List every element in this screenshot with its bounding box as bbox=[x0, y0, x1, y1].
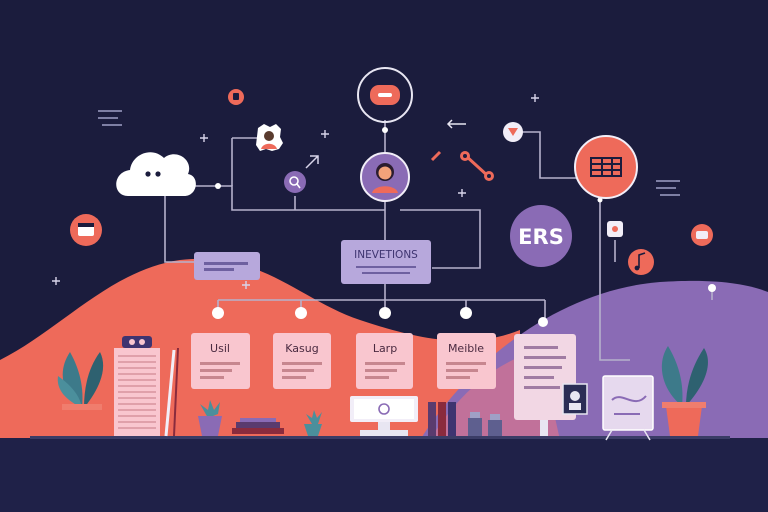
table-grid-icon bbox=[574, 135, 638, 199]
tag-card bbox=[194, 252, 260, 280]
ers-badge: ERS bbox=[510, 205, 572, 267]
whiteboard-icon bbox=[602, 375, 654, 441]
plus-3 bbox=[458, 189, 466, 197]
line-right bbox=[400, 209, 481, 269]
card-3-label: Larp bbox=[373, 342, 397, 355]
node-card4 bbox=[460, 307, 472, 319]
pen-icon bbox=[164, 347, 179, 437]
card-3: Larp bbox=[356, 333, 413, 389]
chat-bubble-icon bbox=[357, 67, 413, 123]
arrow-icon bbox=[305, 155, 319, 169]
card-2-label: Kasug bbox=[285, 342, 318, 355]
card-1: Usil bbox=[191, 333, 250, 389]
card-1-label: Usil bbox=[210, 342, 230, 355]
bookmark-icon bbox=[607, 221, 623, 237]
plus-4 bbox=[531, 94, 539, 102]
floor bbox=[0, 438, 768, 512]
left-arrow-icon bbox=[446, 119, 466, 129]
binders-icon bbox=[428, 402, 456, 436]
message-icon bbox=[691, 224, 713, 246]
plant-icon bbox=[57, 352, 104, 436]
search-icon bbox=[284, 171, 306, 193]
picture-frame-icon bbox=[562, 383, 588, 415]
dash-left bbox=[98, 110, 122, 126]
floor-line bbox=[30, 436, 730, 439]
laptop-icon bbox=[350, 396, 418, 436]
center-label-box: INEVETIONS bbox=[341, 240, 431, 284]
books-icon bbox=[232, 418, 284, 434]
connector-nodes bbox=[212, 127, 716, 327]
decorative-dashes bbox=[98, 110, 680, 196]
line-right-top bbox=[512, 131, 582, 179]
node-top bbox=[382, 127, 388, 133]
link-icon bbox=[430, 150, 494, 181]
node-card3 bbox=[379, 307, 391, 319]
user-avatar-icon bbox=[360, 152, 410, 202]
cup-icon-2 bbox=[488, 414, 502, 436]
document-icon bbox=[514, 334, 576, 436]
dash-right bbox=[656, 180, 680, 196]
node-card1 bbox=[212, 307, 224, 319]
node-card-right bbox=[538, 317, 548, 327]
line-cloud-down bbox=[164, 196, 195, 263]
card-2: Kasug bbox=[273, 333, 331, 389]
line-right-tall bbox=[599, 200, 630, 361]
center-label: INEVETIONS bbox=[354, 249, 418, 261]
node-far-right bbox=[708, 284, 716, 292]
ers-badge-label: ERS bbox=[518, 225, 564, 249]
plus-2 bbox=[321, 130, 329, 138]
card-4: Meible bbox=[437, 333, 496, 389]
plus-5 bbox=[52, 277, 60, 285]
avatar-icon bbox=[256, 124, 283, 151]
music-note-icon bbox=[628, 249, 654, 275]
plant-icon-right bbox=[661, 346, 708, 436]
cloud-icon bbox=[116, 152, 196, 196]
plus-6 bbox=[242, 281, 250, 289]
card-4-label: Meible bbox=[448, 342, 484, 355]
line-cloud-to-hub bbox=[190, 185, 385, 211]
calendar-icon bbox=[70, 214, 102, 246]
alert-badge-icon bbox=[228, 89, 244, 105]
play-icon bbox=[503, 122, 523, 142]
server-rack-icon bbox=[114, 336, 160, 436]
cup-icon bbox=[468, 412, 482, 436]
succulent-icon bbox=[198, 400, 222, 436]
node-card2 bbox=[295, 307, 307, 319]
succulent-icon-small bbox=[304, 410, 322, 436]
node-right-small bbox=[597, 197, 603, 203]
plus-1 bbox=[200, 134, 208, 142]
node-cloud bbox=[215, 183, 221, 189]
sparkles bbox=[52, 94, 539, 289]
